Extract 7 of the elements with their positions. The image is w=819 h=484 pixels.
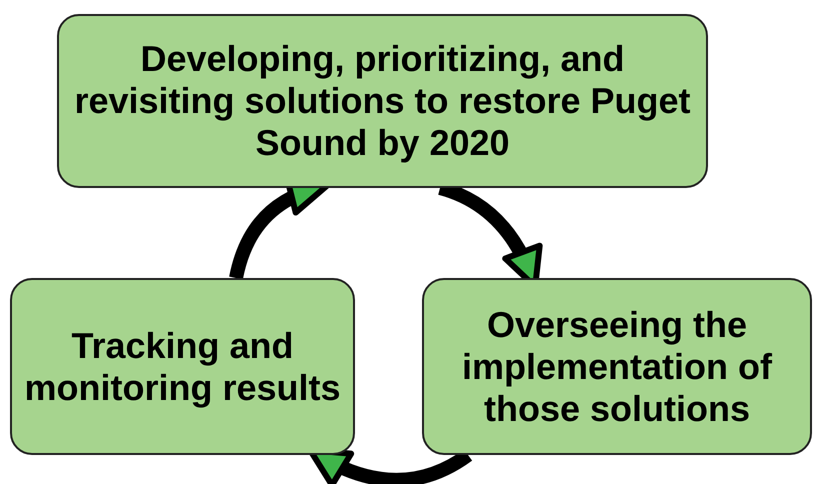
process-box [422,278,812,455]
process-box [10,278,355,455]
process-box [57,14,708,188]
step-text: Overseeing the implementation of those solutions [460,304,773,430]
step-text: Tracking and monitoring results [23,324,342,408]
step-text: Developing, prioritizing, and revisiting solutions to restore Puget Sound by 2020 [73,38,692,164]
cycle-arrow [307,448,472,484]
